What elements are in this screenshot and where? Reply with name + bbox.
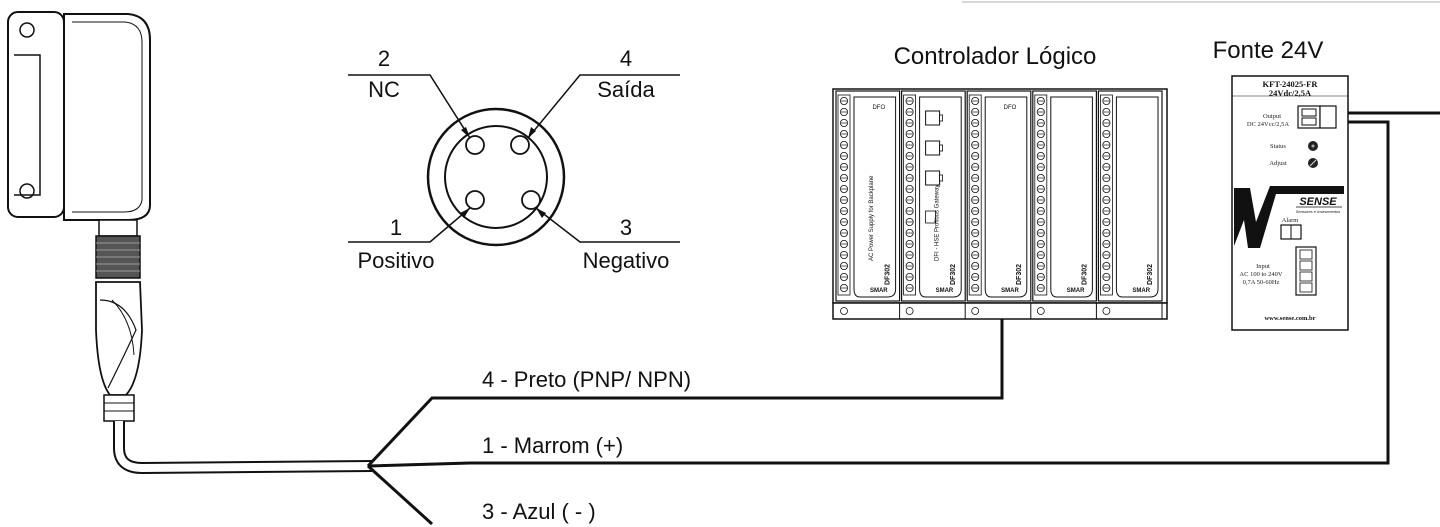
connector-pinout (348, 74, 680, 247)
ps-model: KFT-24025-FR (1263, 79, 1319, 89)
pin-3-socket (521, 190, 541, 210)
sensor-cable-connector (95, 281, 143, 422)
ps-brand: SENSE (1299, 196, 1337, 208)
base-screw-icon (971, 307, 980, 315)
pin-4-label: Saída (597, 77, 655, 102)
module-description: DFI - HSE Profibus Gateway (934, 185, 940, 261)
base-screw-icon (1036, 307, 1045, 315)
controller-title: Controlador Lógico (894, 43, 1097, 70)
module-model: DF302 (1081, 264, 1088, 285)
wire-label-black: 4 - Preto (PNP/ NPN) (482, 367, 691, 392)
ps-website: www.sense.com.br (1264, 315, 1315, 322)
ps-status-label: Status (1270, 143, 1286, 150)
pin-3-number: 3 (620, 215, 632, 240)
ethernet-port-icon (925, 170, 941, 186)
power-supply: KFT-24025-FR 24Vdc/2,5A Output DC 24Vcc/… (1231, 75, 1349, 331)
module-tag: DFO (1004, 105, 1017, 111)
module-brand: SMAR (1067, 288, 1085, 294)
wire-black (366, 318, 1004, 468)
module-description: AC Power Supply for Backplane (869, 175, 875, 261)
ps-adjust-label: Adjust (1269, 160, 1287, 167)
power-supply-title: Fonte 24V (1213, 37, 1324, 64)
wire-label-brown: 1 - Marrom (+) (482, 433, 623, 458)
wire-blue (366, 464, 434, 526)
ps-input-spec-1: AC 100 to 240V (1239, 271, 1282, 278)
ps-output-label: Output (1263, 113, 1281, 120)
pin-1-label: Positivo (357, 248, 434, 273)
module-model: DF302 (885, 264, 892, 285)
module-brand: SMAR (870, 288, 888, 294)
pin-2-socket (465, 135, 485, 155)
sensor-neck (95, 219, 141, 279)
ps-output-spec: DC 24Vcc/2,5A (1247, 121, 1290, 128)
ps-rating: 24Vdc/2,5A (1269, 88, 1312, 98)
port-icon (925, 210, 936, 224)
module-brand: SMAR (936, 288, 954, 294)
ps-input-spec-2: 0,7A 50-60Hz (1243, 279, 1280, 286)
base-screw-icon (840, 307, 848, 315)
module-model: DF302 (1147, 264, 1154, 285)
ps-brand-sub: Sensores e Instrumentos (1296, 209, 1340, 214)
ethernet-port-icon (925, 110, 941, 126)
module-tag: DFO (872, 105, 885, 111)
pin-1-number: 1 (390, 215, 402, 240)
pin-3-label: Negativo (583, 248, 670, 273)
module-model: DF302 (950, 264, 957, 285)
pin-2-number: 2 (378, 46, 390, 71)
sensor-body (7, 11, 151, 221)
base-screw-icon (1102, 307, 1111, 315)
sense-logo-swoosh (1234, 186, 1344, 248)
controller-module: DFO AC Power Supply for BackplaneDF302SMA… (835, 90, 901, 319)
pin-2-label: NC (368, 77, 400, 102)
wire-label-blue: 3 - Azul ( - ) (482, 499, 596, 524)
ps-input-label: Input (1256, 263, 1270, 270)
ethernet-port-icon (925, 140, 941, 156)
sensor-cable (113, 421, 373, 475)
pin-1-socket (465, 190, 485, 210)
wire-brown (367, 120, 1390, 468)
pin-4-number: 4 (620, 46, 632, 71)
module-brand: SMAR (1001, 288, 1019, 294)
module-model: DF302 (1016, 264, 1023, 285)
base-screw-icon (905, 307, 914, 315)
ps-alarm-label: Alarm (1282, 217, 1299, 224)
pin-4-socket (510, 135, 530, 155)
module-brand: SMAR (1132, 288, 1150, 294)
